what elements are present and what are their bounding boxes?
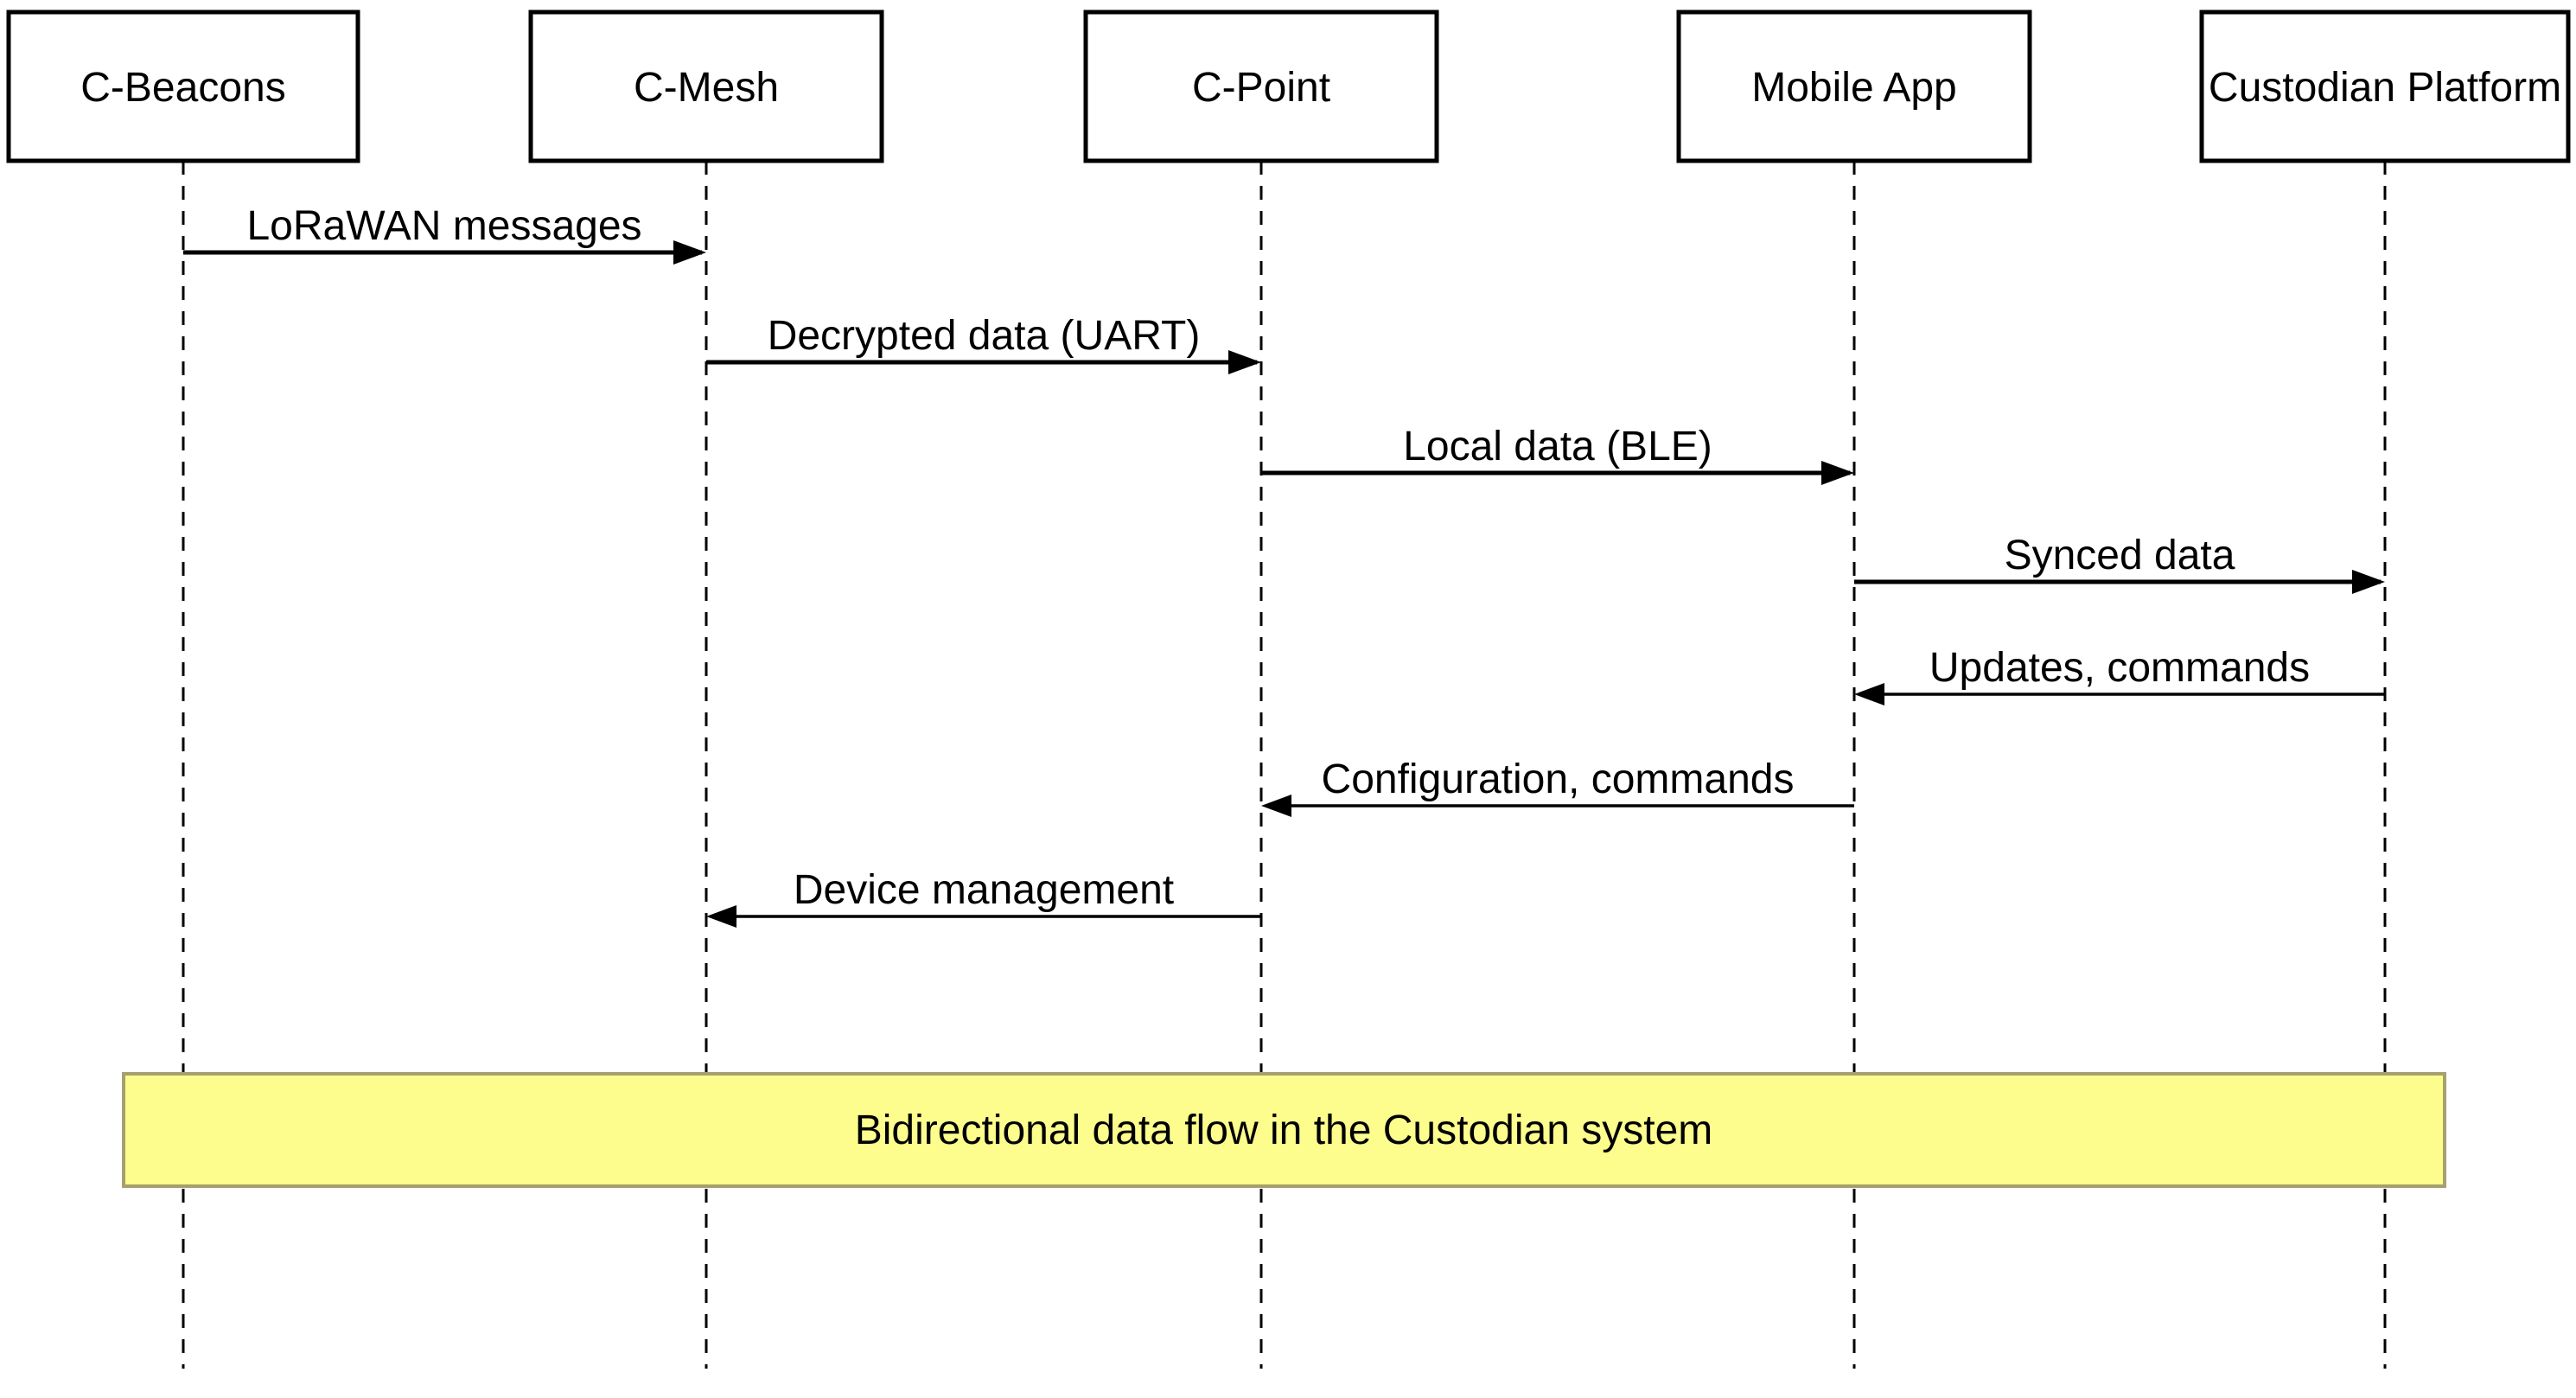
arrowhead-right <box>673 240 706 265</box>
note-banner: Bidirectional data flow in the Custodian… <box>122 1072 2446 1188</box>
message-device-management: Device management <box>706 867 1261 928</box>
participant-label: C-Point <box>1192 65 1330 111</box>
arrowhead-right <box>1821 461 1854 485</box>
arrowhead-left <box>1854 683 1884 705</box>
participant-label: Mobile App <box>1751 65 1957 111</box>
message-configuration-commands: Configuration, commands <box>1261 756 1854 817</box>
participant-label: Custodian Platform <box>2209 65 2561 111</box>
participant-box <box>1083 10 1439 163</box>
message-label: Decrypted data (UART) <box>768 313 1201 359</box>
note-box <box>122 1072 2446 1188</box>
message-label: LoRaWAN messages <box>246 203 641 249</box>
message-decrypted-data-uart: Decrypted data (UART) <box>706 313 1261 374</box>
message-lorawan-messages: LoRaWAN messages <box>183 203 706 265</box>
message-synced-data: Synced data <box>1854 533 2385 594</box>
arrowhead-right <box>1228 350 1261 374</box>
participant-c-point: C-Point <box>1083 10 1439 163</box>
participant-label: C-Beacons <box>80 65 285 111</box>
message-label: Updates, commands <box>1929 645 2310 691</box>
participant-c-beacons: C-Beacons <box>6 10 360 163</box>
note-text: Bidirectional data flow in the Custodian… <box>855 1108 1713 1153</box>
message-updates-commands: Updates, commands <box>1854 645 2385 705</box>
participant-custodian-platform: Custodian Platform <box>2199 10 2571 163</box>
arrowhead-right <box>2352 570 2385 594</box>
message-label: Configuration, commands <box>1322 756 1795 802</box>
arrowhead-left <box>1261 795 1291 817</box>
message-label: Device management <box>794 867 1174 913</box>
message-label: Synced data <box>2005 533 2235 578</box>
participant-box <box>6 10 360 163</box>
message-label: Local data (BLE) <box>1403 424 1712 469</box>
participant-box <box>1676 10 2032 163</box>
participant-label: C-Mesh <box>634 65 779 111</box>
participant-mobile-app: Mobile App <box>1676 10 2032 163</box>
participant-box <box>2199 10 2571 163</box>
message-local-data-ble: Local data (BLE) <box>1261 424 1854 485</box>
participant-box <box>528 10 884 163</box>
arrowhead-left <box>706 905 736 928</box>
participant-c-mesh: C-Mesh <box>528 10 884 163</box>
